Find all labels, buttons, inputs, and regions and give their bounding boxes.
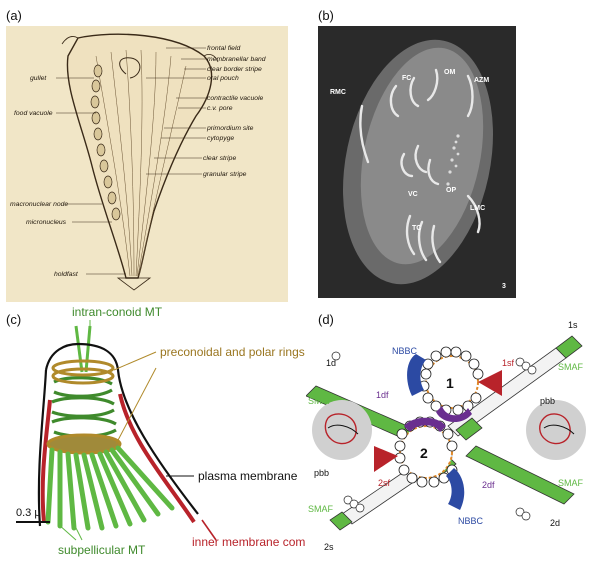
annot-figure-number: 3 — [502, 283, 506, 290]
plasma-membrane-line — [44, 342, 199, 515]
cell-stripes — [95, 49, 187, 277]
preconoidal-ring-2 — [51, 367, 115, 385]
apical-complex-diagram: 0.3 μ intran-conoid MT preconoidal and p… — [16, 305, 306, 557]
annot-bb-2: 2 — [420, 445, 428, 461]
annot-LMC: LMC — [470, 205, 485, 212]
basal-body-1: 1 — [407, 346, 502, 423]
annot-AZM: AZM — [474, 77, 489, 84]
panel-label-d: (d) — [318, 312, 334, 327]
scale-bar-label: 0.3 μ — [16, 507, 41, 519]
annot-imc: inner membrane complex (IMC) — [192, 535, 306, 549]
oral-membranelles — [446, 134, 460, 186]
annot-VC: VC — [408, 191, 418, 198]
panel-label-c: (c) — [6, 312, 22, 327]
annot-holdfast: holdfast — [54, 271, 79, 278]
sem-image: RMC FC OM AZM VC OP LMC TC 3 — [318, 26, 516, 298]
conoid-coils — [51, 376, 117, 444]
annot-food-vacuole: food vacuole — [14, 110, 53, 117]
annot-cytopyge: cytopyge — [207, 135, 234, 142]
imc-left — [40, 399, 52, 523]
annot-OP: OP — [446, 187, 456, 194]
annot-intra-conoid-mt: intran-conoid MT — [72, 305, 163, 319]
annot-cv-pore: c.v. pore — [207, 105, 233, 112]
annot-clear-border-stripe: clear border stripe — [207, 66, 262, 73]
annot-nbbc-bottom: NBBC — [458, 516, 484, 526]
annot-smaf-left: SMAF — [308, 396, 334, 406]
annot-primordium-site: primordium site — [206, 125, 254, 132]
macronuclear-chain — [90, 64, 121, 221]
annot-FC: FC — [402, 75, 411, 82]
intra-conoid-mt — [74, 325, 92, 373]
annot-2d: 2d — [550, 518, 560, 528]
panel-label-a: (a) — [6, 8, 22, 23]
annot-micronucleus: micronucleus — [26, 219, 67, 226]
annot-plasma-membrane: plasma membrane — [198, 469, 298, 483]
annot-smaf-bottom-left: SMAF — [308, 504, 334, 514]
cell-body-outline — [66, 33, 213, 279]
annot-smaf-right: SMAF — [558, 478, 584, 488]
annot-rings: preconoidal and polar rings — [160, 345, 305, 359]
annot-1df: 1df — [376, 390, 389, 400]
stentor-drawing: frontal field membranellar band clear bo… — [6, 26, 288, 302]
annot-pbb-left: pbb — [314, 468, 329, 478]
preconoidal-ring-1 — [51, 359, 115, 377]
annot-1d: 1d — [326, 358, 336, 368]
annot-1s: 1s — [568, 320, 578, 330]
annot-granular-stripe: granular stripe — [203, 171, 247, 178]
holdfast-shape — [116, 277, 152, 291]
annot-clear-stripe: clear stripe — [203, 155, 236, 162]
small-mt-clusters — [331, 351, 537, 521]
annot-frontal-field: frontal field — [207, 45, 240, 52]
basal-body-diagram: 1 2 1s SMAF NBBC 1sf 1d pbb 1df SMAF pbb… — [306, 320, 586, 552]
oral-pouch-spiral — [119, 57, 141, 79]
annot-TC: TC — [412, 225, 421, 232]
annot-2sf: 2sf — [378, 478, 391, 488]
annot-macronuclear-node: macronuclear node — [10, 201, 68, 208]
annot-RMC: RMC — [330, 89, 346, 96]
annot-nbbc-top: NBBC — [392, 346, 418, 356]
annot-gullet: gullet — [30, 75, 47, 82]
pbb-grey-cells — [312, 400, 586, 460]
annot-OM: OM — [444, 69, 455, 76]
imc-right — [118, 393, 196, 524]
annot-2df: 2df — [482, 480, 495, 490]
subpellicular-mts — [45, 445, 175, 531]
annot-oral-pouch: oral pouch — [207, 75, 239, 82]
annot-bb-1: 1 — [446, 375, 454, 391]
annot-smaf-top-right: SMAF — [558, 362, 584, 372]
annot-1sf: 1sf — [502, 358, 515, 368]
annot-2s: 2s — [324, 542, 334, 552]
panel-label-b: (b) — [318, 8, 334, 23]
annot-membranellar-band: membranellar band — [207, 56, 266, 63]
annot-subpellicular-mt: subpellicular MT — [58, 543, 146, 557]
cirri — [359, 68, 481, 264]
annot-pbb-right: pbb — [540, 396, 555, 406]
annot-contractile-vacuole: contractile vacuole — [207, 95, 264, 102]
basal-body-2: 2 — [374, 416, 465, 510]
